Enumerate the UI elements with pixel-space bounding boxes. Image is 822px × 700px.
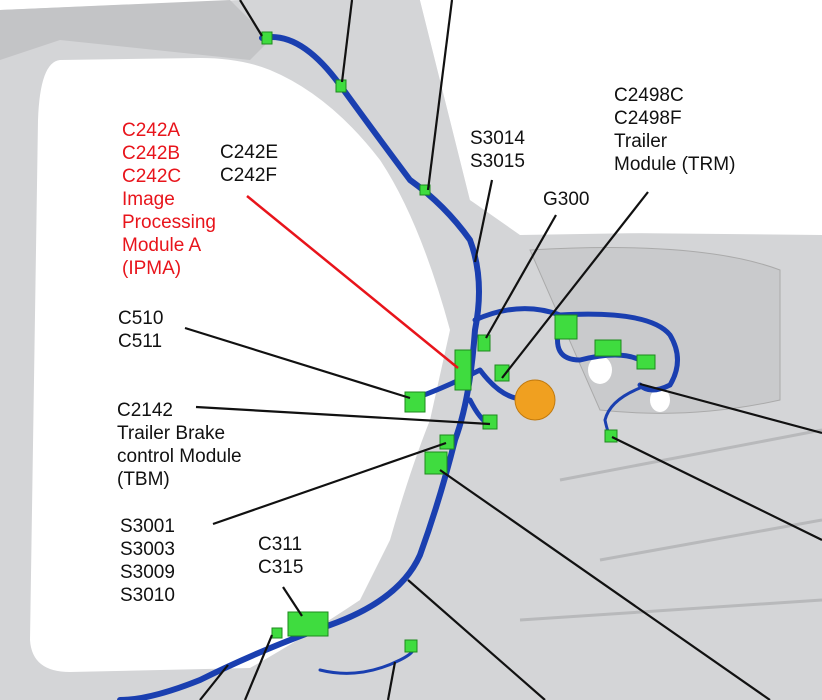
callout-line: S3014 [470,128,525,149]
window-opening [30,58,450,672]
callout-line: S3010 [120,585,175,606]
callout-line: C242F [220,165,278,186]
callout-line: Image [122,189,175,210]
floor-detail [519,428,822,622]
callout-ipma: C242A C242B C242C Image Processing Modul… [122,119,216,280]
callout-line: Trailer [614,131,668,152]
ipma-leader-line [246,195,459,369]
callout-line: Trailer Brake [117,423,226,444]
callout-line: G300 [543,189,590,210]
callout-s3014: S3014 S3015 [470,127,525,173]
callout-line: S3009 [120,562,175,583]
callout-line: C311 [258,534,303,555]
callout-line: C242B [122,143,181,164]
callout-line: C242C [122,166,182,187]
callout-splices: S3001 S3003 S3009 S3010 [120,515,175,607]
callout-line: C511 [118,331,163,352]
callout-line: (IPMA) [122,258,182,279]
callout-line: C2498C [614,85,684,106]
callout-line: C2142 [117,400,173,421]
callout-line: Processing [122,212,216,233]
roof-opening [420,0,822,235]
callout-c311: C311 C315 [258,533,303,579]
callout-line: S3001 [120,516,175,537]
callout-line: C242E [220,142,279,163]
callout-line: Module (TRM) [614,154,736,175]
callout-c242ef: C242E C242F [220,141,278,187]
callout-line: C510 [118,308,164,329]
panel-hole [588,356,612,384]
leader-lines [184,0,822,700]
body-panel-shade [0,0,270,60]
grommet [514,379,556,421]
panel-hole [650,388,670,412]
callout-line: C315 [258,557,304,578]
callout-line: C2498F [614,108,682,129]
callout-line: Module A [122,235,202,256]
callout-trm: C2498C C2498F Trailer Module (TRM) [614,84,735,176]
callout-line: (TBM) [117,469,170,490]
callout-line: S3003 [120,539,175,560]
callout-tbm: C2142 Trailer Brake control Module (TBM) [117,399,242,491]
callout-g300: G300 [543,188,589,211]
callout-line: control Module [117,446,242,467]
callout-line: C242A [122,120,181,141]
callout-line: S3015 [470,151,525,172]
callout-c510: C510 C511 [118,307,163,353]
